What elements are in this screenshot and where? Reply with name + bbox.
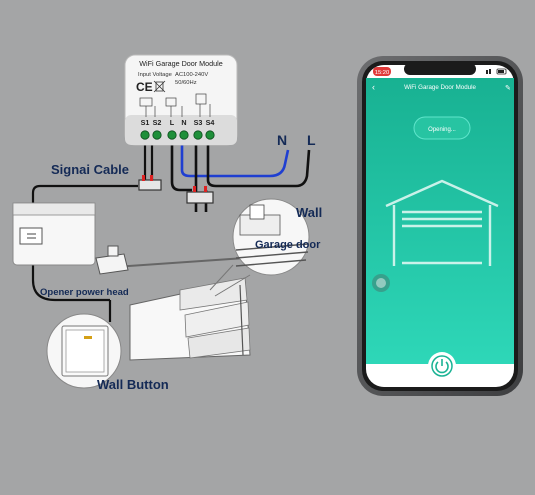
terminal-screw-s1 [140,130,150,140]
circuit-schematic [139,93,211,117]
signal-battery-icons [486,68,507,75]
smartphone: 15:20 ‹ WiFi Garage Door Module ✎ Openin… [357,56,523,396]
wall-callout [209,198,310,297]
opener-head-callout [12,202,96,266]
power-wires [170,138,311,212]
wall-button-callout [46,313,122,389]
status-time: 15:20 [375,70,390,76]
nav-history-label[interactable]: History [374,375,386,379]
nav-schedule-icon[interactable]: ◷ [405,363,412,372]
nav-settings-label[interactable]: Settings [496,375,510,379]
terminal-label-n: N [181,118,186,127]
back-icon[interactable]: ‹ [372,82,375,92]
wifi-garage-module: WiFi Garage Door Module Input Voltage AC… [124,54,238,146]
terminal-label-s3: S3 [194,118,203,127]
recycle-bin-icon [153,80,166,93]
nav-countdown-label[interactable]: Countdown [465,375,484,379]
terminal-label-s2: S2 [153,118,162,127]
status-text: Opening... [428,127,456,133]
terminal-screw-s2 [152,130,162,140]
edit-icon[interactable]: ✎ [505,85,511,92]
garage-door-icon [385,179,499,266]
ce-mark: CE [136,80,153,94]
signal-cable-label: Signai Cable [51,162,130,177]
app-title: WiFi Garage Door Module [404,84,476,91]
neutral-label: N [277,132,287,148]
terminal-label-s4: S4 [206,118,215,127]
nav-schedule-label[interactable]: Schedule [400,375,416,379]
opener-power-head-label: Opener power head [40,287,129,298]
nav-history-icon[interactable]: ▤ [376,363,384,372]
module-title: WiFi Garage Door Module [139,59,223,68]
terminal-screw-s3 [193,130,203,140]
nav-settings-icon[interactable]: ⚙ [499,363,506,372]
power-icon [435,361,449,374]
wire-connectors [138,175,214,204]
module-voltage-label: Input Voltage [138,72,172,78]
live-label: L [307,132,316,148]
module-frequency: 50/60Hz [175,80,197,86]
terminal-screw-s4 [205,130,215,140]
status-pill [413,116,471,140]
time-badge [373,67,391,76]
terminal-label-s1: S1 [141,118,150,127]
garage-door-label: Garage door [255,239,321,251]
terminal-screws [140,130,215,140]
nav-countdown-icon[interactable]: ⧗ [472,363,478,372]
module-voltage-value: AC100-240V [175,72,208,78]
terminal-label-l: L [170,118,175,127]
wall-label: Wall [296,205,323,220]
terminal-screw-n [179,130,189,140]
garage-scene [95,245,251,361]
terminal-screw-l [167,130,177,140]
wall-button-label: Wall Button [97,377,169,392]
bottom-nav: ▤ ◷ ⧗ ⚙ History Schedule Countdown Setti… [374,352,510,380]
